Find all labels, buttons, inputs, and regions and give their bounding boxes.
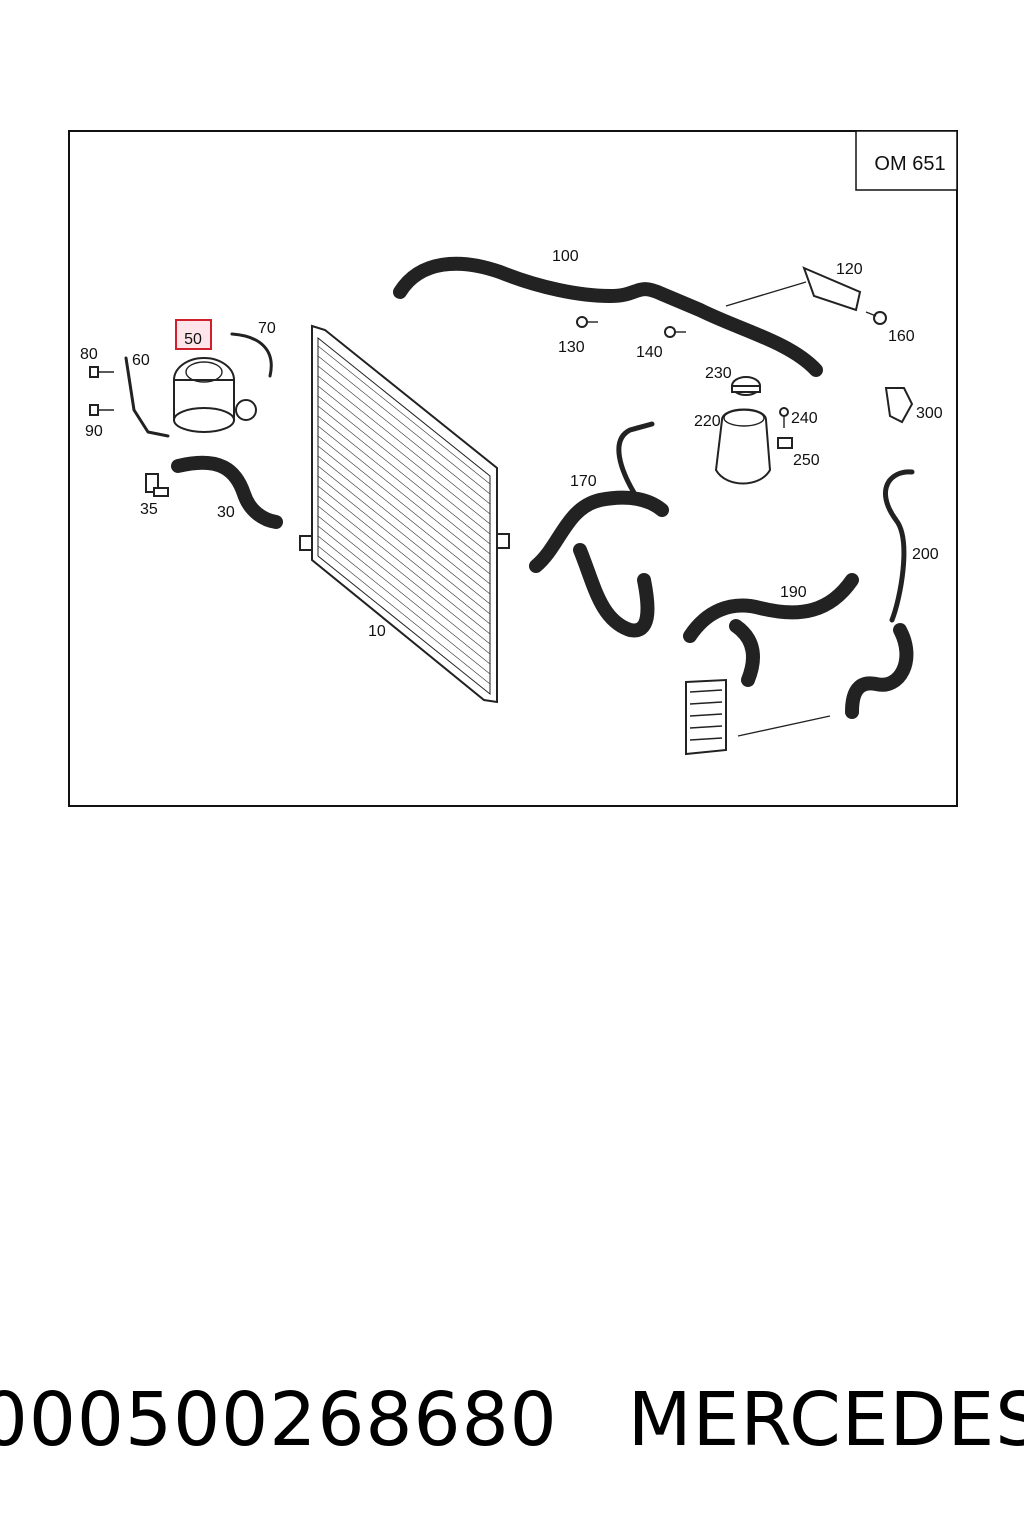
- bolt-80[interactable]: [89, 366, 114, 378]
- engine-label-box: OM 651: [855, 130, 958, 191]
- label-140: 140: [636, 344, 663, 361]
- label-35: 35: [140, 501, 158, 518]
- label-10: 10: [368, 623, 386, 640]
- footer: 000500268680 MERCEDES: [0, 1370, 1024, 1470]
- brand-name: MERCEDES: [627, 1377, 1024, 1463]
- engine-label: OM 651: [874, 153, 945, 175]
- pump-bracket[interactable]: [124, 356, 170, 438]
- label-220: 220: [694, 413, 721, 430]
- label-200: 200: [912, 546, 939, 563]
- expansion-tank[interactable]: [714, 408, 772, 485]
- bolt-130[interactable]: [576, 316, 598, 328]
- label-100: 100: [552, 248, 579, 265]
- part-number: 000500268680: [0, 1377, 558, 1463]
- label-130: 130: [558, 339, 585, 356]
- tank-cap[interactable]: [731, 376, 761, 396]
- label-50: 50: [184, 331, 202, 348]
- part-300[interactable]: [884, 387, 914, 424]
- screw-240[interactable]: [779, 407, 789, 428]
- bolt-140[interactable]: [664, 326, 686, 338]
- label-230: 230: [705, 365, 732, 382]
- radiator[interactable]: [299, 324, 510, 704]
- oil-cooler[interactable]: [685, 678, 727, 756]
- bracket-120[interactable]: [802, 266, 862, 312]
- coolant-pump[interactable]: [173, 357, 257, 433]
- label-190: 190: [780, 584, 807, 601]
- label-160: 160: [888, 328, 915, 345]
- label-300: 300: [916, 405, 943, 422]
- clip-250[interactable]: [777, 437, 793, 449]
- temperature-sensor[interactable]: [145, 473, 169, 497]
- bolt-90[interactable]: [89, 404, 114, 416]
- highlight-box-50: [175, 319, 212, 350]
- label-250: 250: [793, 452, 820, 469]
- label-30: 30: [217, 504, 235, 521]
- pump-strap[interactable]: [230, 332, 273, 378]
- label-240: 240: [791, 410, 818, 427]
- label-70: 70: [258, 320, 276, 337]
- label-80: 80: [80, 346, 98, 363]
- label-120: 120: [836, 261, 863, 278]
- label-90: 90: [85, 423, 103, 440]
- bolt-160[interactable]: [865, 311, 887, 325]
- label-60: 60: [132, 352, 150, 369]
- label-170: 170: [570, 473, 597, 490]
